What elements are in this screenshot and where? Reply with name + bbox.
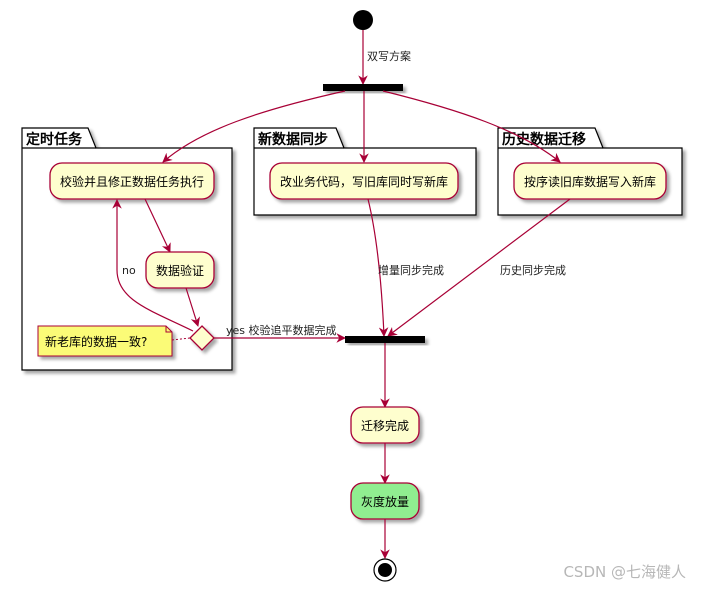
join-bar — [345, 336, 425, 343]
edge-no-loop — [112, 199, 194, 332]
watermark: CSDN @七海健人 — [563, 563, 686, 581]
activity-label-rewrite-code: 改业务代码，写旧库同时写新库 — [280, 174, 448, 189]
edge-label-no: no — [122, 264, 136, 277]
activity-gray-release: 灰度放量 — [350, 482, 420, 520]
swimlane-title-scheduled: 定时任务 — [26, 131, 83, 148]
decision-diamond — [189, 325, 215, 351]
end-node — [373, 558, 397, 582]
swimlane-title-history: 历史数据迁移 — [502, 131, 586, 148]
activity-label-migration-done: 迁移完成 — [361, 418, 409, 433]
activity-rewrite-code: 改业务代码，写旧库同时写新库 — [269, 162, 459, 200]
edge-verify-datacheck — [144, 198, 171, 253]
edge-history-join — [387, 198, 571, 337]
activity-verify-fix: 校验并且修正数据任务执行 — [49, 162, 215, 200]
edge-label-double-write: 双写方案 — [367, 49, 411, 63]
edge-fork-verify — [162, 90, 346, 163]
activity-read-write: 按序读旧库数据写入新库 — [513, 162, 667, 200]
note-consistency: 新老库的数据一致? — [37, 325, 191, 357]
edge-rewrite-join — [367, 198, 389, 337]
activity-data-verify: 数据验证 — [145, 251, 215, 289]
activity-migration-done: 迁移完成 — [350, 406, 420, 444]
activity-label-verify-fix: 校验并且修正数据任务执行 — [60, 174, 204, 189]
edge-label-history-sync: 历史同步完成 — [500, 263, 566, 277]
fork-bar — [323, 84, 403, 91]
swimlane-title-new-sync: 新数据同步 — [258, 131, 328, 148]
note-text: 新老库的数据一致? — [45, 334, 147, 349]
edge-datacheck-decision — [185, 287, 200, 327]
edge-label-yes: yes 校验追平数据完成 — [226, 323, 337, 337]
activity-label-read-write: 按序读旧库数据写入新库 — [524, 174, 656, 189]
edge-label-incremental: 增量同步完成 — [378, 263, 444, 277]
start-node — [353, 10, 373, 30]
activity-label-gray-release: 灰度放量 — [361, 494, 409, 509]
activity-label-data-verify: 数据验证 — [156, 263, 204, 278]
edge-fork-history — [382, 90, 561, 163]
